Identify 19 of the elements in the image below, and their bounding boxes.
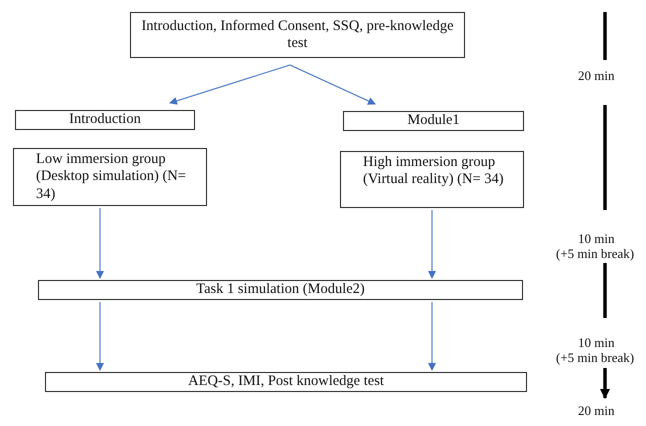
duration-label: 10 min bbox=[578, 335, 614, 351]
process-box: Introduction bbox=[15, 110, 195, 130]
process-box: High immersion group (Virtual reality) (N= 34) bbox=[340, 151, 524, 208]
arrow bbox=[290, 64, 376, 105]
process-box: AEQ-S, IMI, Post knowledge test bbox=[45, 372, 527, 392]
arrow bbox=[169, 64, 290, 105]
arrow bbox=[428, 302, 436, 371]
process-box: Introduction, Informed Consent, SSQ, pre-knowledge test bbox=[130, 12, 465, 58]
duration-label: (+5 min break) bbox=[556, 246, 634, 262]
arrow bbox=[96, 208, 104, 279]
arrow bbox=[96, 302, 104, 371]
duration-label: 20 min bbox=[578, 403, 614, 419]
process-box: Module1 bbox=[343, 111, 524, 131]
duration-label: 20 min bbox=[578, 68, 614, 84]
process-box: Low immersion group (Desktop simulation) (N= 34) bbox=[13, 148, 207, 206]
arrow bbox=[428, 210, 436, 279]
duration-label: 10 min bbox=[578, 231, 614, 247]
process-box: Task 1 simulation (Module2) bbox=[38, 280, 523, 300]
duration-label: (+5 min break) bbox=[556, 350, 634, 366]
